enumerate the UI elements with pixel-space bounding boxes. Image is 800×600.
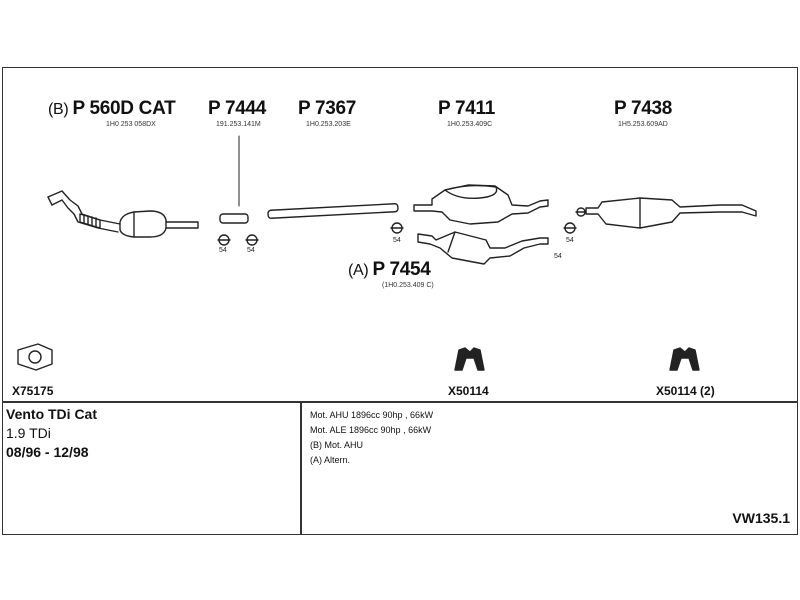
part-code: P 7367 (298, 98, 357, 119)
part-label-p7438: P 7438 (614, 98, 672, 120)
engine-notes: Mot. AHU 1896cc 90hp , 66kW Mot. ALE 189… (310, 408, 433, 468)
part-label-p7444: P 7444 (208, 98, 266, 120)
clamp-icon (575, 207, 587, 217)
table-top-divider (2, 401, 798, 403)
clamp-icon (563, 222, 577, 234)
silencer-p7454-icon (417, 231, 549, 265)
silencer-p7411-icon (413, 184, 549, 225)
note-line: Mot. AHU 1896cc 90hp , 66kW (310, 410, 434, 420)
part-label-catalyst: (B)P 560D CAT (48, 98, 176, 120)
diagram-frame (2, 67, 798, 535)
vehicle-dates: 08/96 - 12/98 (6, 444, 89, 460)
diagram-reference: VW135.1 (732, 510, 790, 526)
clamp-icon (217, 234, 231, 246)
clamp-number: 54 (219, 247, 227, 254)
vehicle-info: Vento TDi Cat 1.9 TDi 08/96 - 12/98 (6, 405, 97, 462)
rubber-mount-icon (454, 347, 485, 371)
catalyst-pipe-icon (47, 190, 199, 238)
gasket-icon (17, 343, 53, 371)
note-line: (B) Mot. AHU (310, 440, 364, 450)
oem-number: (1H0.253.409 C) (382, 282, 434, 289)
fitting-label-gasket: X75175 (12, 384, 54, 398)
oem-number: 1H5.253.609AD (618, 121, 668, 128)
fitting-label-mount-2: X50114 (2) (656, 384, 715, 398)
clamp-number: 54 (554, 253, 562, 260)
clamp-icon (390, 222, 404, 234)
note-line: (A) Altern. (310, 455, 351, 465)
clamp-number: 54 (566, 237, 574, 244)
part-code: P 7444 (208, 98, 267, 119)
part-code: P 7411 (438, 98, 496, 119)
oem-number: 1H0.253.409C (447, 121, 493, 128)
rubber-mount-icon (669, 347, 700, 371)
oem-number: 1H0 253 058DX (106, 121, 156, 128)
vehicle-engine: 1.9 TDi (6, 425, 51, 441)
part-prefix: (A) (348, 262, 369, 279)
part-prefix: (B) (48, 101, 69, 118)
part-code: P 7454 (372, 259, 431, 280)
oem-number: 191.253.141M (216, 121, 261, 128)
part-code: P 7438 (614, 98, 673, 119)
fitting-label-mount: X50114 (448, 384, 489, 398)
part-label-p7367: P 7367 (298, 98, 356, 120)
part-label-p7411: P 7411 (438, 98, 495, 120)
clamp-number: 54 (393, 237, 401, 244)
part-label-p7454: (A)P 7454 (348, 259, 431, 281)
note-line: Mot. ALE 1896cc 90hp , 66kW (310, 425, 432, 435)
silencer-p7438-icon (585, 197, 757, 229)
clamp-icon (245, 234, 259, 246)
oem-number: 1H0.253.203E (306, 121, 351, 128)
part-code: P 560D CAT (72, 98, 176, 119)
table-middle-divider (300, 401, 302, 535)
clamp-number: 54 (247, 247, 255, 254)
vehicle-model: Vento TDi Cat (6, 406, 98, 422)
pipe-p7367-icon (267, 203, 399, 219)
pipe-p7444-icon (219, 213, 249, 224)
